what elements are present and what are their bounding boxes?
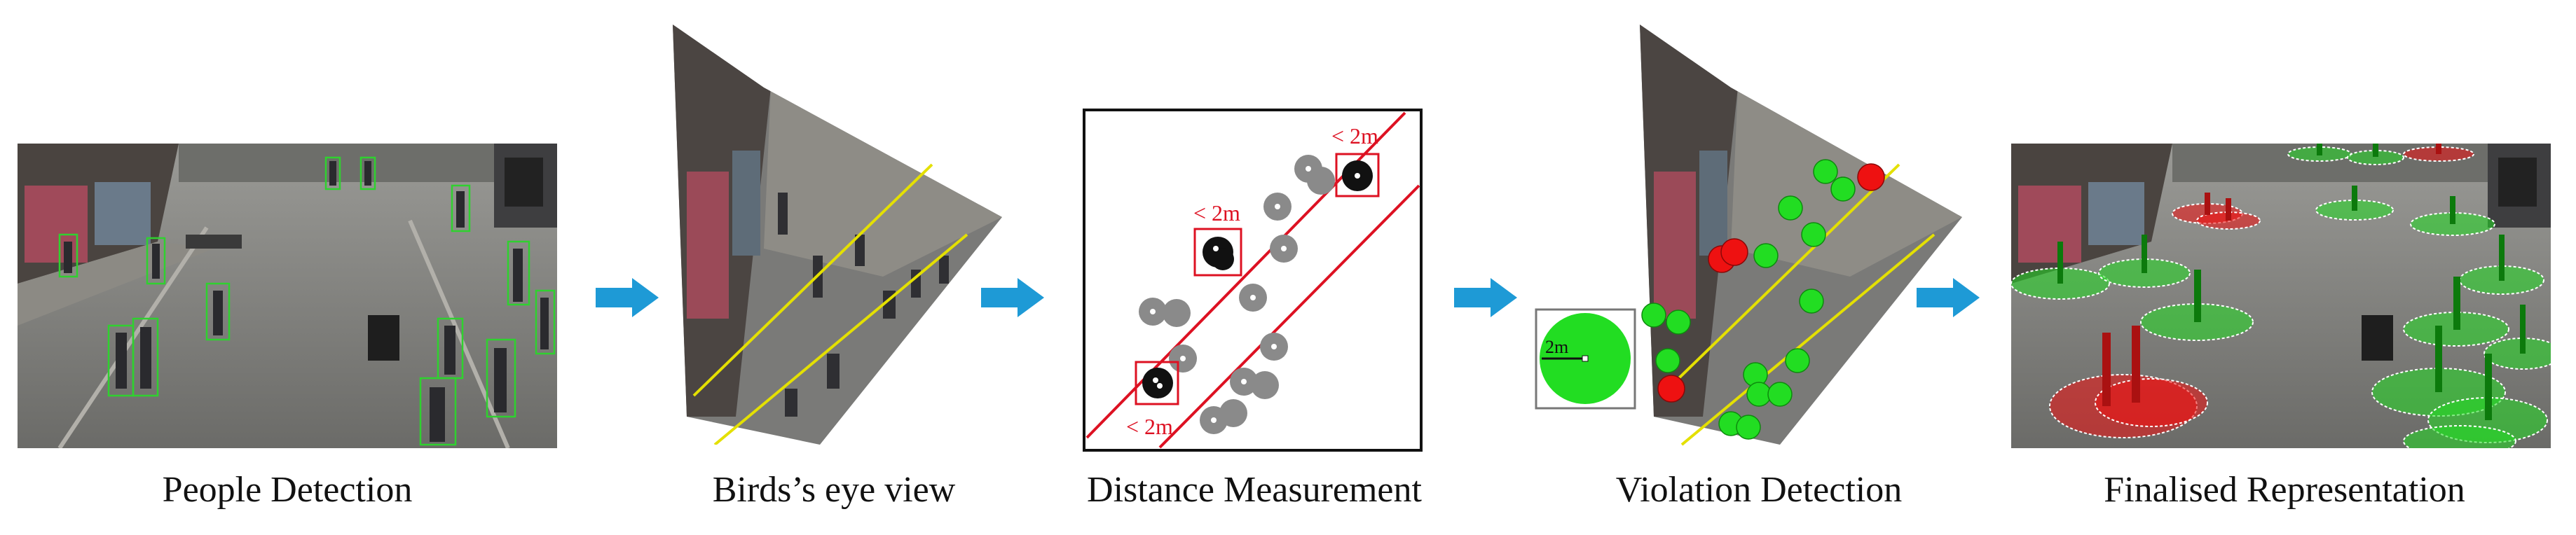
step-caption-distance-measurement: Distance Measurement: [1087, 470, 1422, 510]
step-caption-people-detection: People Detection: [162, 470, 413, 510]
boundary-line: [1158, 184, 1420, 449]
distance-measurement-diagram: < 2m < 2m < 2m: [1083, 109, 1423, 452]
safe-zones: [2011, 146, 2551, 448]
violating-pairs: [1142, 160, 1373, 398]
step-caption-birds-eye-view: Birds’s eye view: [712, 470, 956, 510]
step-caption-violation-detection: Violation Detection: [1615, 470, 1903, 510]
arrow-right-icon: [596, 278, 659, 317]
finalised-representation-image: [2011, 144, 2551, 448]
safe-people: [1641, 159, 1856, 440]
threshold-label: < 2m: [1193, 200, 1240, 225]
arrow-right-icon: [1917, 278, 1980, 317]
threshold-label: < 2m: [1126, 414, 1173, 439]
violating-people: [1657, 163, 1885, 403]
person-posts: [2057, 144, 2526, 420]
radius-label: 2m: [1545, 337, 1568, 357]
birds-eye-view-image: [673, 25, 1002, 445]
step-caption-finalised-representation: Finalised Representation: [2104, 470, 2465, 510]
threshold-label: < 2m: [1331, 123, 1378, 148]
radius-legend: 2m: [1535, 308, 1636, 410]
violation-detection-image: [1640, 25, 1962, 446]
detected-people: [58, 156, 556, 446]
people-detection-image: [18, 144, 557, 448]
arrow-right-icon: [981, 278, 1044, 317]
arrow-right-icon: [1454, 278, 1517, 317]
